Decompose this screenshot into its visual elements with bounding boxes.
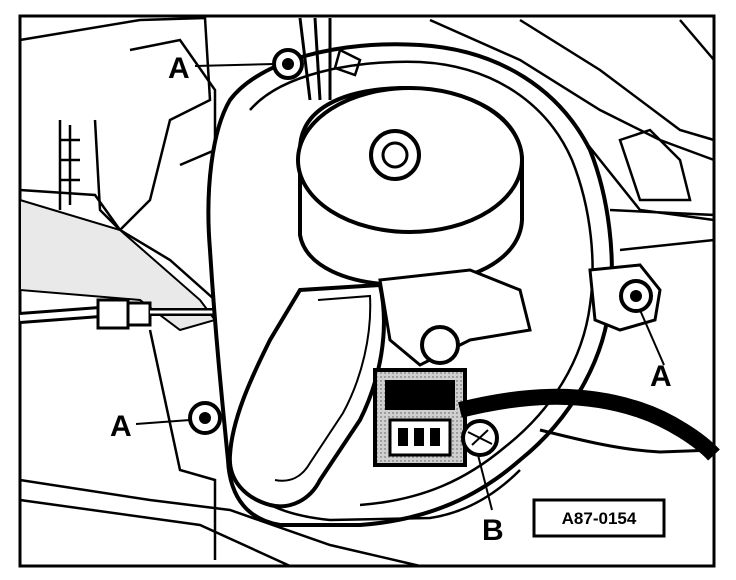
top-cable-bundle [298, 17, 362, 101]
air-duct-inner [274, 294, 372, 482]
wiring-harness-hatch [458, 391, 718, 459]
air-duct-outlet [227, 282, 386, 509]
center-boss [420, 325, 460, 365]
housing-inner-edge [249, 60, 594, 507]
center-bracket [378, 268, 532, 367]
callout-a-right: A [650, 360, 672, 393]
callout-b: B [482, 514, 504, 547]
leader-lines [135, 63, 665, 511]
right-background [429, 18, 716, 252]
dash-panel [19, 198, 217, 332]
figure-id-box [532, 498, 666, 538]
screw-a-right [619, 279, 653, 313]
electrical-connector [373, 368, 467, 467]
control-cable [19, 298, 220, 330]
screw-b [461, 419, 499, 457]
wiring-lower [539, 428, 715, 454]
screw-a-left [188, 401, 222, 435]
blower-motor [296, 85, 524, 288]
callout-a-top: A [168, 52, 190, 85]
figure-id: A87-0154 [562, 509, 637, 528]
screw-a-top [272, 48, 304, 80]
callout-a-left: A [110, 410, 132, 443]
